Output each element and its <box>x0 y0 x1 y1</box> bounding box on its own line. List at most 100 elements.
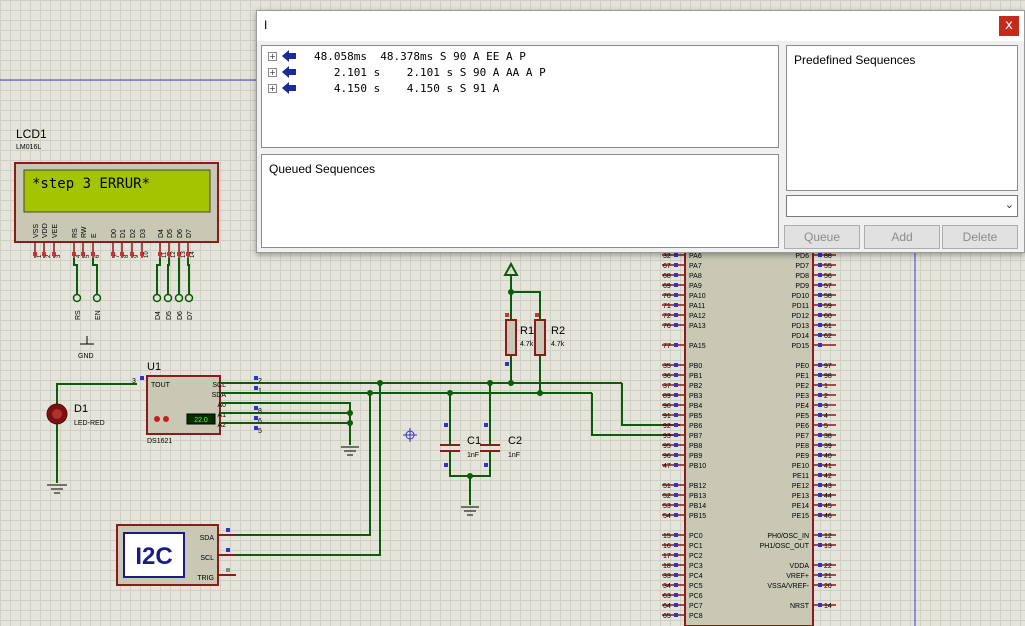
mcu-pin-marker <box>818 343 822 347</box>
mcu-pin-marker <box>818 543 822 547</box>
add-button[interactable]: Add <box>864 225 940 249</box>
u1-pin-sda: SDA <box>212 392 227 399</box>
mcu-pin-label: PE6 <box>796 423 809 430</box>
mcu-pin-number: 93 <box>663 433 671 440</box>
mcu-pin-marker <box>674 323 678 327</box>
lcd-pin-marker <box>158 252 162 256</box>
mcu-pin-number: 38 <box>824 433 832 440</box>
mcu-pin-label: PA7 <box>689 263 702 270</box>
mcu-pin-marker <box>818 313 822 317</box>
lcd-pin-label: D0 <box>111 229 118 238</box>
lcd-pin-number: 1 <box>37 254 43 258</box>
lcd-pin-label: D1 <box>120 229 127 238</box>
mcu-pin-label: PD13 <box>791 323 809 330</box>
d1-part: LED-RED <box>74 420 105 427</box>
mcu-pin-label: PD8 <box>795 273 809 280</box>
i2c-debugger-component[interactable]: I2C SDA SCL TRIG <box>116 524 236 586</box>
lcd-pin-marker <box>42 252 46 256</box>
lcd-pin-marker <box>120 252 124 256</box>
mcu-pin-number: 51 <box>663 483 671 490</box>
mcu-pin-number: 88 <box>824 253 832 260</box>
mcu-pin-number: 98 <box>824 373 832 380</box>
expand-icon[interactable]: + <box>268 84 277 93</box>
mcu-pin-label: PE15 <box>792 513 809 520</box>
expand-icon[interactable]: + <box>268 52 277 61</box>
mcu-pin-label: PA6 <box>689 253 702 260</box>
mcu-pin-label: PE4 <box>796 403 809 410</box>
sequence-row[interactable]: + 4.150 s 4.150 s S 91 A <box>268 81 499 97</box>
lcd-pin-number: 9 <box>134 254 140 258</box>
mcu-pin-label: PC7 <box>689 603 703 610</box>
sequence-row[interactable]: + 2.101 s 2.101 s S 90 A AA A P <box>268 65 546 81</box>
queued-sequences-panel[interactable]: Queued Sequences <box>261 154 779 248</box>
i2c-sequence-dialog[interactable]: I x + 48.058ms 48.378ms S 90 A EE A P + … <box>256 10 1025 253</box>
mcu-pin-marker <box>818 433 822 437</box>
u1-part: DS1621 <box>147 438 172 445</box>
dialog-titlebar[interactable]: I x <box>257 11 1024 41</box>
mcu-pin-number: 44 <box>824 493 832 500</box>
sequence-row[interactable]: + 48.058ms 48.378ms S 90 A EE A P <box>268 49 526 65</box>
mcu-pin-label: PB12 <box>689 483 706 490</box>
led-d1[interactable]: D1 LED-RED <box>46 383 137 494</box>
mcu-pin-label: PD11 <box>792 303 809 310</box>
mcu-pin-label: PA12 <box>689 313 706 320</box>
mcu-pin-label: PE14 <box>792 503 809 510</box>
mcu-pin-number: 62 <box>824 333 832 340</box>
resistor-r1[interactable]: R1 4.7k <box>505 319 534 356</box>
mcu-pin-number: 40 <box>824 453 832 460</box>
i2c-pin-trig: TRIG <box>197 575 214 582</box>
lcd-wire <box>156 258 161 295</box>
mcu-pin-marker <box>674 303 678 307</box>
lcd-pin-marker <box>140 252 144 256</box>
mcu-pin-number: 1 <box>824 383 828 390</box>
mcu-pin-number: 42 <box>824 473 832 480</box>
predefined-sequences-panel[interactable]: Predefined Sequences <box>786 45 1018 191</box>
mcu-pin-number: 22 <box>824 563 832 570</box>
mcu-pin-marker <box>818 383 822 387</box>
sequence-tree[interactable]: + 48.058ms 48.378ms S 90 A EE A P + 2.10… <box>261 45 779 148</box>
mcu-pin-marker <box>674 393 678 397</box>
sequence-select[interactable]: ⌄ <box>786 195 1018 217</box>
ds1621-component[interactable]: U1 TOUT SCL SDA A0 A1 A2 3 2 1 8 6 5 22.… <box>132 361 262 445</box>
mcu-pin-marker <box>674 603 678 607</box>
lcd-pin-marker <box>167 252 171 256</box>
mcu-pin-number: 17 <box>663 553 671 560</box>
lcd-pin-label: VEE <box>52 224 59 238</box>
u1-pinnum-6: 6 <box>258 418 262 425</box>
mcu-pin-label: PE5 <box>796 413 809 420</box>
capacitor-c1[interactable]: C1 1nF <box>440 435 481 459</box>
lcd-pin-marker <box>81 252 85 256</box>
lcd-pin-marker <box>33 252 37 256</box>
lcd-net-label: D7 <box>187 311 194 320</box>
close-button[interactable]: x <box>999 16 1019 36</box>
lcd-component[interactable]: LCD1 LM016L *step 3 ERRUR* VSS1VDD2VEE3R… <box>14 127 219 336</box>
lcd-pin-marker <box>130 252 134 256</box>
resistor-r2[interactable]: R2 4.7k <box>534 319 565 356</box>
mcu-pin-label: PD10 <box>791 293 809 300</box>
mcu-pin-marker <box>674 593 678 597</box>
i2c-pin-scl: SCL <box>200 555 214 562</box>
left-arrow-icon <box>282 82 296 94</box>
predefined-sequences-label: Predefined Sequences <box>794 53 916 67</box>
expand-icon[interactable]: + <box>268 68 277 77</box>
mcu-pin-number: 68 <box>663 273 671 280</box>
terminal-marker <box>163 293 173 303</box>
c2-value: 1nF <box>508 452 520 459</box>
mcu-pin-marker <box>674 583 678 587</box>
mcu-pin-marker <box>818 273 822 277</box>
mcu-pin-number: 65 <box>663 613 671 620</box>
delete-button[interactable]: Delete <box>942 225 1018 249</box>
mcu-pin-number: 58 <box>824 293 832 300</box>
capacitor-c2[interactable]: C2 1nF <box>480 435 522 459</box>
lcd-net-label: D4 <box>155 311 162 320</box>
lcd-pin-label: D6 <box>177 229 184 238</box>
queue-button[interactable]: Queue <box>784 225 860 249</box>
mcu-pin-number: 20 <box>824 583 832 590</box>
mcu-pin-number: 60 <box>824 313 832 320</box>
mcu-pin-number: 55 <box>824 263 832 270</box>
mcu-pin-label: PE3 <box>796 393 809 400</box>
mcu-pin-number: 97 <box>824 363 832 370</box>
mcu-pin-marker <box>818 453 822 457</box>
